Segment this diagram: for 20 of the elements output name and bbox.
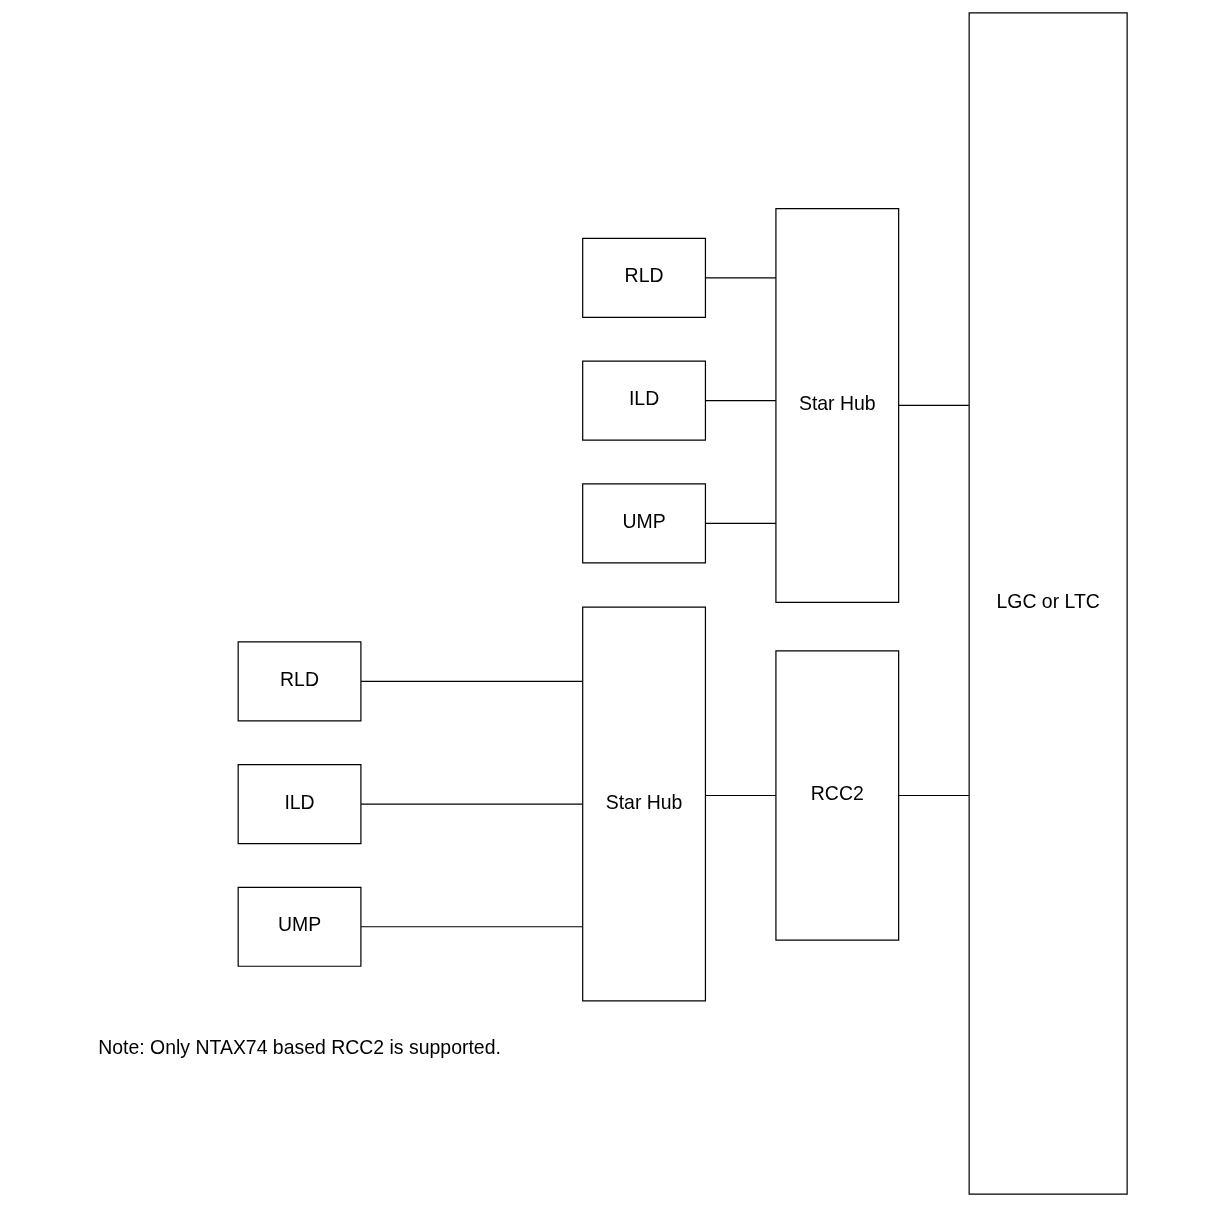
connector: [704, 794, 776, 797]
node-box: ILD: [581, 360, 706, 441]
node-box: UMP: [237, 886, 362, 967]
label: Note: Only NTAX74 based RCC2 is supported.: [97, 1036, 501, 1059]
node-box: RLD: [581, 237, 706, 318]
node-box: UMP: [581, 483, 706, 564]
connector: [360, 926, 583, 928]
connector: [360, 680, 583, 682]
connector: [704, 277, 776, 279]
connector: [360, 803, 583, 805]
node-box: LGC or LTC: [968, 12, 1128, 1195]
node-box: RLD: [237, 641, 362, 722]
node-box: ILD: [237, 763, 362, 845]
connector: [704, 522, 776, 524]
connector: [897, 794, 969, 797]
node-box: RCC2: [774, 650, 899, 941]
node-box: Star Hub: [774, 207, 899, 603]
connector: [897, 404, 969, 407]
node-box: Star Hub: [581, 606, 706, 1002]
connector: [704, 399, 776, 402]
